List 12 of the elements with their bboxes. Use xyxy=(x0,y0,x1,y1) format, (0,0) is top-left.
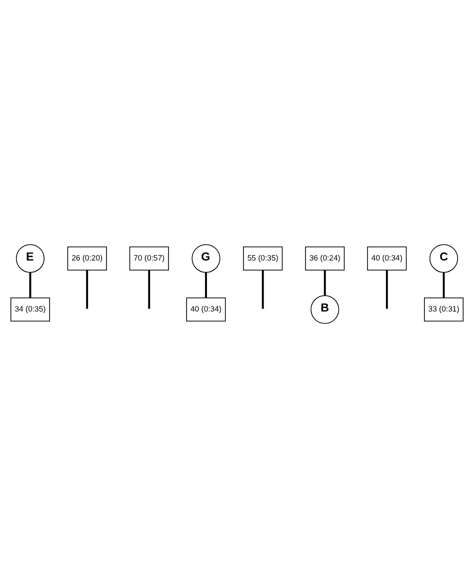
connector xyxy=(262,270,264,309)
connector xyxy=(148,270,150,309)
connector xyxy=(86,270,88,309)
node-circle: E xyxy=(16,244,45,273)
connector xyxy=(442,272,445,298)
connector xyxy=(386,270,388,309)
node-circle: C xyxy=(429,244,458,273)
connector xyxy=(324,270,326,296)
node-circle: G xyxy=(192,244,220,273)
connector xyxy=(205,272,207,298)
node-circle: B xyxy=(310,295,340,324)
connector xyxy=(29,272,32,298)
